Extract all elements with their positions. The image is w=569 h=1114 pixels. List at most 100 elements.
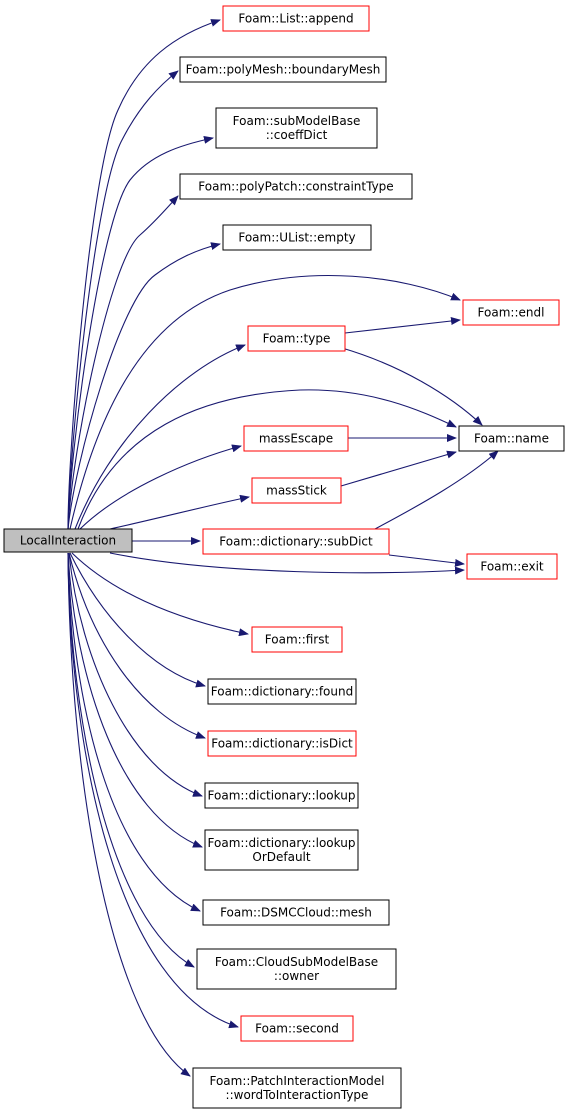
edge-line	[344, 317, 461, 334]
node-is-dict[interactable]: Foam::dictionary::isDict	[207, 730, 357, 757]
node-mass-stick[interactable]: massStick	[251, 477, 342, 504]
edge-root-to-found	[69, 552, 206, 688]
edge-line	[109, 552, 465, 575]
node-label: Foam::subModelBase	[233, 114, 361, 128]
edge-mass-stick-to-name	[340, 450, 457, 487]
edge-subdict-to-name	[374, 450, 499, 530]
node-label: massEscape	[259, 432, 333, 446]
edge-root-to-exit	[109, 552, 465, 575]
node-box	[202, 528, 390, 555]
node-label: Foam::endl	[478, 306, 545, 320]
node-box	[462, 299, 560, 326]
edge-line	[340, 450, 457, 487]
edge-line	[67, 135, 214, 530]
edge-root-to-list-append	[67, 19, 221, 530]
edge-root-to-constraint-type	[67, 195, 179, 530]
edge-line	[71, 552, 249, 637]
edge-line	[67, 552, 201, 912]
node-subdict[interactable]: Foam::dictionary::subDict	[202, 528, 390, 555]
node-box	[204, 829, 359, 871]
node-box	[196, 948, 397, 990]
node-box	[251, 626, 343, 653]
node-label: Foam::dictionary::isDict	[211, 737, 353, 751]
node-label: Foam::name	[474, 432, 549, 446]
node-box	[3, 528, 133, 553]
node-label: ::wordToInteractionType	[226, 1088, 369, 1102]
node-label: Foam::DSMCCloud::mesh	[220, 906, 372, 920]
node-mass-escape[interactable]: massEscape	[243, 425, 349, 452]
node-owner: Foam::CloudSubModelBase::owner	[196, 948, 397, 990]
edge-type-to-endl	[344, 317, 461, 334]
node-root: LocalInteraction	[3, 528, 133, 553]
node-coeff-dict: Foam::subModelBase::coeffDict	[215, 107, 378, 149]
node-label: Foam::second	[255, 1022, 339, 1036]
node-label: massStick	[266, 484, 327, 498]
node-label: Foam::PatchInteractionModel	[209, 1074, 384, 1088]
node-dsmc-mesh: Foam::DSMCCloud::mesh	[202, 899, 390, 926]
node-box	[240, 1015, 354, 1042]
edge-root-to-mass-stick	[109, 494, 250, 530]
node-endl[interactable]: Foam::endl	[462, 299, 560, 326]
edge-line	[67, 195, 179, 530]
edge-root-to-second	[67, 552, 239, 1029]
node-box	[247, 325, 346, 352]
node-constraint-type: Foam::polyPatch::constraintType	[179, 173, 413, 200]
edge-root-to-word-to-interaction-type	[67, 552, 191, 1077]
node-boundary-mesh: Foam::polyMesh::boundaryMesh	[179, 56, 387, 83]
edge-line	[68, 552, 203, 797]
node-exit[interactable]: Foam::exit	[466, 553, 558, 580]
edge-line	[79, 444, 242, 530]
node-label: Foam::UList::empty	[238, 231, 355, 245]
node-box	[179, 173, 413, 200]
node-lookup: Foam::dictionary::lookup	[204, 782, 359, 809]
node-box	[222, 224, 372, 251]
edge-line	[109, 494, 250, 530]
edges-layer	[67, 19, 499, 1077]
edge-line	[67, 552, 239, 1029]
node-ulist-empty: Foam::UList::empty	[222, 224, 372, 251]
node-second[interactable]: Foam::second	[240, 1015, 354, 1042]
node-box	[215, 107, 378, 149]
node-label: Foam::polyMesh::boundaryMesh	[186, 63, 381, 77]
edge-line	[67, 242, 221, 530]
edge-line	[77, 389, 457, 530]
node-name: Foam::name	[458, 425, 565, 452]
edge-root-to-endl	[69, 275, 461, 530]
node-label: Foam::dictionary::subDict	[219, 535, 373, 549]
node-label: Foam::dictionary::found	[211, 685, 353, 699]
node-label: Foam::CloudSubModelBase	[215, 955, 378, 969]
edge-line	[388, 554, 465, 567]
node-box	[202, 899, 390, 926]
edge-root-to-lookup-or-default	[67, 552, 203, 848]
edge-line	[341, 347, 483, 426]
edge-root-to-dsmc-mesh	[67, 552, 201, 912]
node-box	[222, 5, 370, 32]
node-box	[251, 477, 342, 504]
node-box	[204, 782, 359, 809]
edge-subdict-to-exit	[388, 554, 465, 567]
edge-root-to-boundary-mesh	[67, 70, 179, 530]
edge-root-to-is-dict	[68, 552, 206, 739]
node-label: Foam::polyPatch::constraintType	[198, 180, 393, 194]
node-label: ::coeffDict	[266, 128, 328, 142]
edge-line	[69, 552, 206, 688]
node-list-append[interactable]: Foam::List::append	[222, 5, 370, 32]
edge-type-to-name	[341, 347, 483, 426]
edge-line	[68, 552, 206, 739]
edge-line	[67, 19, 221, 530]
node-first[interactable]: Foam::first	[251, 626, 343, 653]
node-label: Foam::dictionary::lookup	[208, 789, 356, 803]
node-type[interactable]: Foam::type	[247, 325, 346, 352]
edge-line	[74, 344, 246, 530]
node-box	[179, 56, 387, 83]
edge-root-to-first	[71, 552, 249, 637]
node-box	[207, 730, 357, 757]
node-box	[243, 425, 349, 452]
node-box	[207, 678, 357, 705]
node-label: Foam::dictionary::lookup	[208, 836, 356, 850]
edge-root-to-ulist-empty	[67, 242, 221, 530]
nodes-layer: LocalInteraction Foam::List::appendFoam::…	[3, 5, 565, 1109]
node-label: ::owner	[274, 969, 319, 983]
